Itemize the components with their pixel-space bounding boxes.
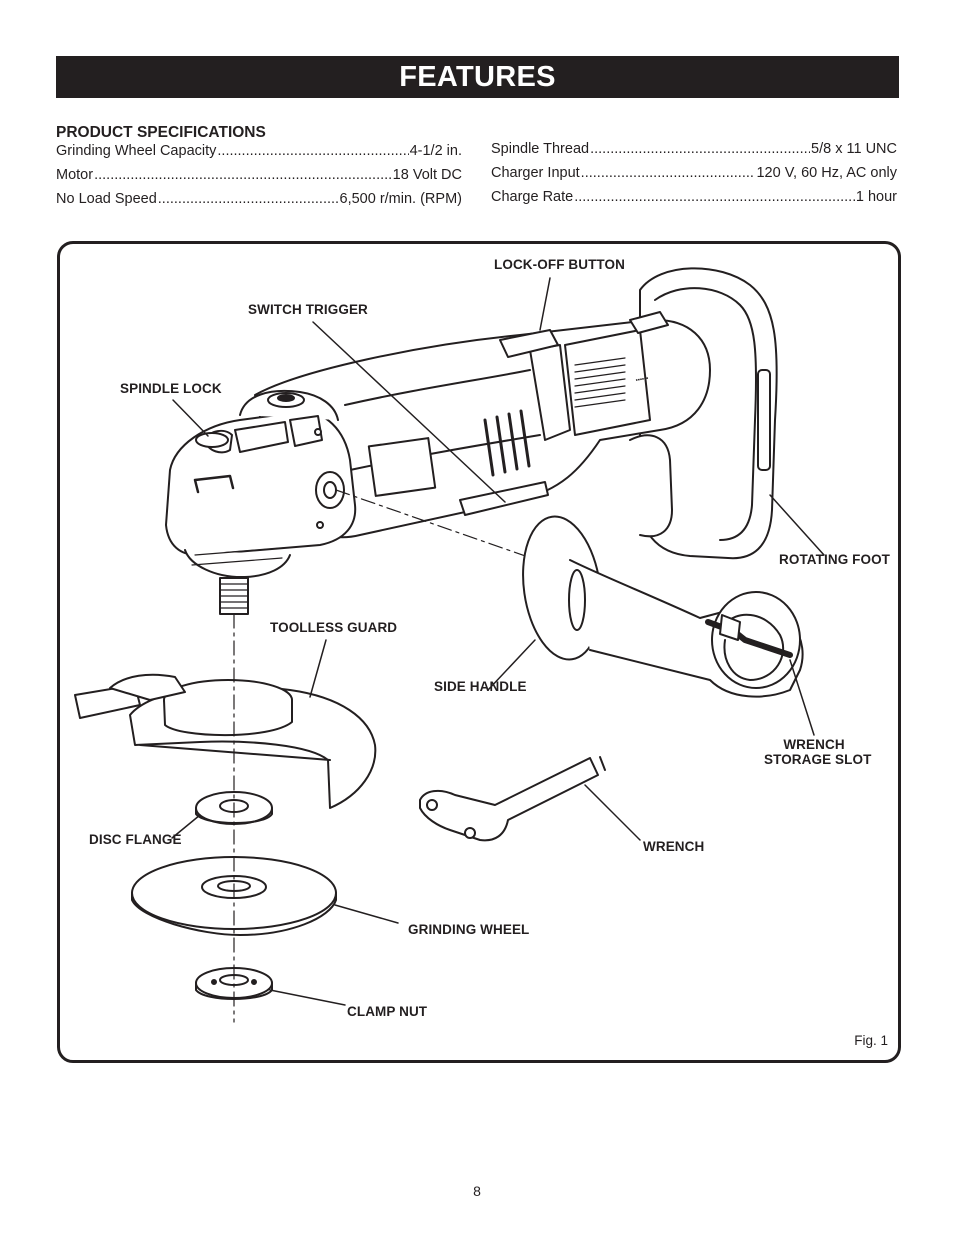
callout-wrench-storage-slot: WRENCH STORAGE SLOT	[764, 737, 872, 767]
callout-leaders	[171, 277, 825, 1006]
spec-list-right: Spindle Thread 5/8 x 11 UNC Charger Input…	[491, 141, 897, 213]
spec-label: No Load Speed	[56, 191, 157, 207]
callout-wrench: WRENCH	[643, 839, 705, 854]
spec-label: Grinding Wheel Capacity	[56, 143, 217, 159]
handle-axis	[335, 489, 581, 576]
callout-side-handle: SIDE HANDLE	[434, 679, 527, 694]
figure-label: Fig. 1	[854, 1033, 888, 1048]
spec-label: Spindle Thread	[491, 141, 590, 157]
figure-frame	[57, 241, 901, 1063]
spec-value: 6,500 r/min. (RPM)	[339, 191, 462, 207]
spec-row: No Load Speed 6,500 r/min. (RPM)	[56, 191, 462, 215]
spec-value: 1 hour	[855, 189, 897, 205]
spec-list-left: Grinding Wheel Capacity 4-1/2 in. Motor 18…	[56, 143, 462, 215]
callout-wrench-storage-slot-line2: STORAGE SLOT	[764, 752, 872, 767]
callout-clamp-nut: CLAMP NUT	[347, 1004, 428, 1019]
spec-row: Spindle Thread 5/8 x 11 UNC	[491, 141, 897, 165]
spec-heading: PRODUCT SPECIFICATIONS	[56, 124, 266, 141]
callout-spindle-lock: SPINDLE LOCK	[120, 381, 222, 396]
side-handle-drawing	[522, 515, 804, 698]
spec-value: 18 Volt DC	[392, 167, 462, 183]
gear-head-drawing	[165, 389, 357, 615]
callout-lock-off-button: LOCK-OFF BUTTON	[494, 257, 625, 272]
spec-row: Motor 18 Volt DC	[56, 167, 462, 191]
spec-row: Charger Input 120 V, 60 Hz, AC only	[491, 165, 897, 189]
callout-switch-trigger: SWITCH TRIGGER	[248, 302, 368, 317]
spec-row: Grinding Wheel Capacity 4-1/2 in.	[56, 143, 462, 167]
spec-label: Charger Input	[491, 165, 580, 181]
spec-value: 4-1/2 in.	[409, 143, 462, 159]
spec-row: Charge Rate 1 hour	[491, 189, 897, 213]
wrench-drawing	[419, 756, 606, 842]
spec-label: Motor	[56, 167, 94, 183]
page-number: 8	[473, 1183, 481, 1199]
toolless-guard-drawing	[74, 673, 377, 809]
svg-text:▪▪▪▪▪▪: ▪▪▪▪▪▪	[635, 376, 649, 384]
spec-label: Charge Rate	[491, 189, 574, 205]
callout-toolless-guard: TOOLLESS GUARD	[270, 620, 398, 635]
callout-disc-flange: DISC FLANGE	[89, 832, 182, 847]
callout-rotating-foot: ROTATING FOOT	[779, 552, 891, 567]
callout-wrench-storage-slot-line1: WRENCH	[783, 737, 845, 752]
spec-value: 5/8 x 11 UNC	[811, 141, 897, 157]
callout-grinding-wheel: GRINDING WHEEL	[408, 922, 530, 937]
spec-value: 120 V, 60 Hz, AC only	[756, 165, 897, 181]
page-title: FEATURES	[56, 56, 899, 98]
